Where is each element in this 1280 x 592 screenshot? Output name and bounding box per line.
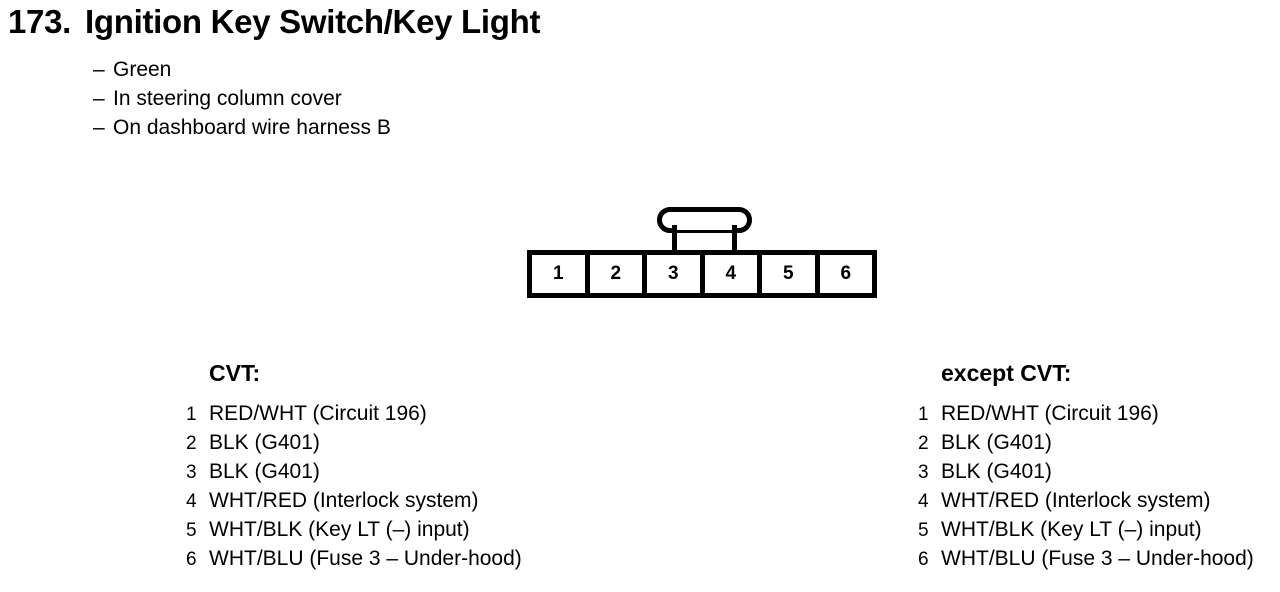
legend-pin-text: RED/WHT (Circuit 196) — [209, 402, 427, 425]
legend-pin-text: WHT/BLU (Fuse 3 – Under-hood) — [941, 547, 1254, 570]
legend-pin-number: 5 — [918, 520, 929, 541]
note-item: –Green — [93, 55, 693, 84]
legend-pin-text: WHT/RED (Interlock system) — [209, 489, 479, 512]
legend-row: 2 BLK (G401) — [918, 428, 1254, 457]
pin-cell-2: 2 — [589, 255, 647, 293]
pin-cell-5: 5 — [762, 255, 820, 293]
legend-pin-text: BLK (G401) — [941, 431, 1052, 454]
legend-row: 6 WHT/BLU (Fuse 3 – Under-hood) — [918, 544, 1254, 573]
note-item: –In steering column cover — [93, 84, 693, 113]
legend-pin-text: BLK (G401) — [209, 460, 320, 483]
section-number: 173. — [8, 3, 72, 40]
legend-pin-number: 2 — [918, 433, 929, 454]
pin-cell-3: 3 — [647, 255, 705, 293]
dash-icon: – — [93, 116, 105, 139]
legend-pin-number: 3 — [186, 462, 197, 483]
note-text: On dashboard wire harness B — [113, 116, 391, 139]
page-title: 173. Ignition Key Switch/Key Light — [8, 2, 540, 42]
legend-row: 3 BLK (G401) — [186, 457, 522, 486]
legend-pin-number: 5 — [186, 520, 197, 541]
legend-pin-text: WHT/BLK (Key LT (–) input) — [941, 518, 1202, 541]
note-text: Green — [113, 58, 172, 81]
dash-icon: – — [93, 87, 105, 110]
legend-except-cvt-heading: except CVT: — [941, 360, 1072, 386]
legend-row: 3 BLK (G401) — [918, 457, 1254, 486]
legend-row: 4 WHT/RED (Interlock system) — [918, 486, 1254, 515]
legend-row: 1 RED/WHT (Circuit 196) — [918, 399, 1254, 428]
legend-row: 5 WHT/BLK (Key LT (–) input) — [918, 515, 1254, 544]
pin-cell-1: 1 — [532, 255, 590, 293]
dash-icon: – — [93, 58, 105, 81]
legend-pin-number: 6 — [186, 549, 197, 570]
latch-leg-left — [672, 225, 677, 253]
legend-pin-text: BLK (G401) — [209, 431, 320, 454]
legend-pin-number: 3 — [918, 462, 929, 483]
pin-cell-4: 4 — [704, 255, 762, 293]
connector-latch-tab-icon — [657, 207, 752, 257]
legend-pin-number: 4 — [918, 491, 929, 512]
legend-pin-text: RED/WHT (Circuit 196) — [941, 402, 1159, 425]
legend-row: 2 BLK (G401) — [186, 428, 522, 457]
latch-neck — [672, 225, 737, 230]
legend-pin-text: WHT/BLK (Key LT (–) input) — [209, 518, 470, 541]
legend-pin-text: BLK (G401) — [941, 460, 1052, 483]
legend-pin-number: 1 — [918, 404, 929, 425]
legend-pin-number: 4 — [186, 491, 197, 512]
legend-row: 1 RED/WHT (Circuit 196) — [186, 399, 522, 428]
connector-diagram: 1 2 3 4 5 6 — [527, 207, 877, 298]
legend-row: 4 WHT/RED (Interlock system) — [186, 486, 522, 515]
legend-pin-number: 2 — [186, 433, 197, 454]
legend-pin-text: WHT/BLU (Fuse 3 – Under-hood) — [209, 547, 522, 570]
legend-pin-number: 6 — [918, 549, 929, 570]
legend-cvt-heading: CVT: — [209, 360, 261, 386]
section-title-text: Ignition Key Switch/Key Light — [85, 3, 541, 40]
legend-pin-text: WHT/RED (Interlock system) — [941, 489, 1211, 512]
note-text: In steering column cover — [113, 87, 342, 110]
pin-cell-6: 6 — [819, 255, 872, 293]
notes-list: –Green –In steering column cover –On das… — [93, 55, 693, 142]
legend-row: 5 WHT/BLK (Key LT (–) input) — [186, 515, 522, 544]
latch-leg-right — [732, 225, 737, 253]
legend-pin-number: 1 — [186, 404, 197, 425]
connector-body: 1 2 3 4 5 6 — [527, 250, 877, 298]
legend-row: 6 WHT/BLU (Fuse 3 – Under-hood) — [186, 544, 522, 573]
note-item: –On dashboard wire harness B — [93, 113, 693, 142]
